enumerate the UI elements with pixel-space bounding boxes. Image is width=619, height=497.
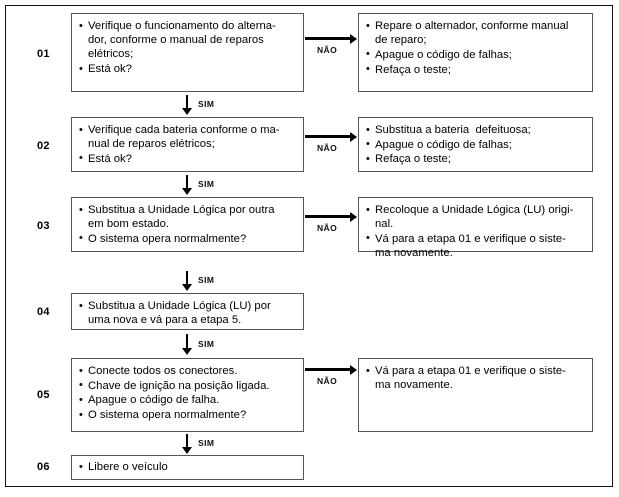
step-03-main-item: Substitua a Unidade Lógica por outra em … [79,202,297,231]
step-04-main-box: Substitua a Unidade Lógica (LU) por uma … [71,293,304,330]
step-02-no-box: Substitua a bateria defeituosa; Apague o… [358,117,593,172]
step-number-06: 06 [37,461,50,473]
step-03-no-item: Recoloque a Unidade Lógica (LU) origi- n… [366,202,586,231]
step-01-no-item: Apague o código de falhas; [366,47,586,62]
step-number-03: 03 [37,220,50,232]
step-04-main-item: Substitua a Unidade Lógica (LU) por uma … [79,298,297,327]
step-number-01: 01 [37,48,50,60]
step-03-no-box: Recoloque a Unidade Lógica (LU) origi- n… [358,197,593,259]
step-02-main-box: Verifique cada bateria conforme o ma- nu… [71,117,304,172]
step-06-main-box: Libere o veículo [71,455,304,480]
step-01-yes-label: SIM [198,99,215,109]
step-02-no-item: Refaça o teste; [366,152,586,166]
step-05-no-arrow [305,364,357,376]
step-03-main-box: Substitua a Unidade Lógica por outra em … [71,197,304,252]
step-03-main-item: O sistema opera normalmente? [79,231,297,246]
step-04-yes-arrow [181,334,195,356]
step-03-yes-arrow [181,271,195,291]
step-01-main-item: Está ok? [79,62,297,76]
step-01-main-item: Verifique o funcionamento do alterna- do… [79,19,297,62]
step-02-no-arrow [305,131,357,143]
step-01-no-item: Refaça o teste; [366,62,586,77]
step-06-main-item: Libere o veículo [79,459,297,474]
step-05-main-box: Conecte todos os conectores. Chave de ig… [71,358,304,432]
step-05-main-item: Chave de ignição na posição ligada. [79,378,297,393]
step-02-no-item: Substitua a bateria defeituosa; [366,122,586,137]
step-number-05: 05 [37,389,50,401]
step-05-no-item: Vá para a etapa 01 e verifique o siste- … [366,363,586,392]
step-01-main-box: Verifique o funcionamento do alterna- do… [71,13,304,92]
step-05-main-item: Apague o código de falha. [79,393,297,407]
step-05-yes-arrow [181,434,195,454]
step-04-yes-label: SIM [198,339,215,349]
step-05-main-item: O sistema opera normalmente? [79,408,297,422]
step-02-no-item: Apague o código de falhas; [366,137,586,152]
step-03-no-item: Vá para a etapa 01 e verifique o siste- … [366,231,586,260]
step-03-no-arrow [305,211,357,223]
step-02-yes-label: SIM [198,179,215,189]
step-number-04: 04 [37,306,50,318]
step-02-yes-arrow [181,175,195,195]
step-05-main-item: Conecte todos os conectores. [79,363,297,378]
step-05-no-label: NÃO [317,376,338,386]
step-02-main-item: Está ok? [79,151,297,166]
step-01-no-item: Repare o alternador, conforme manual de … [366,18,586,47]
step-03-no-label: NÃO [317,223,338,233]
step-02-no-label: NÃO [317,143,338,153]
step-01-no-arrow [305,33,357,45]
step-01-no-box: Repare o alternador, conforme manual de … [358,13,593,92]
step-02-main-item: Verifique cada bateria conforme o ma- nu… [79,122,297,151]
step-01-yes-arrow [181,95,195,115]
step-01-no-label: NÃO [317,45,338,55]
step-03-yes-label: SIM [198,275,215,285]
step-number-02: 02 [37,140,50,152]
step-05-no-box: Vá para a etapa 01 e verifique o siste- … [358,358,593,432]
step-05-yes-label: SIM [198,438,215,448]
